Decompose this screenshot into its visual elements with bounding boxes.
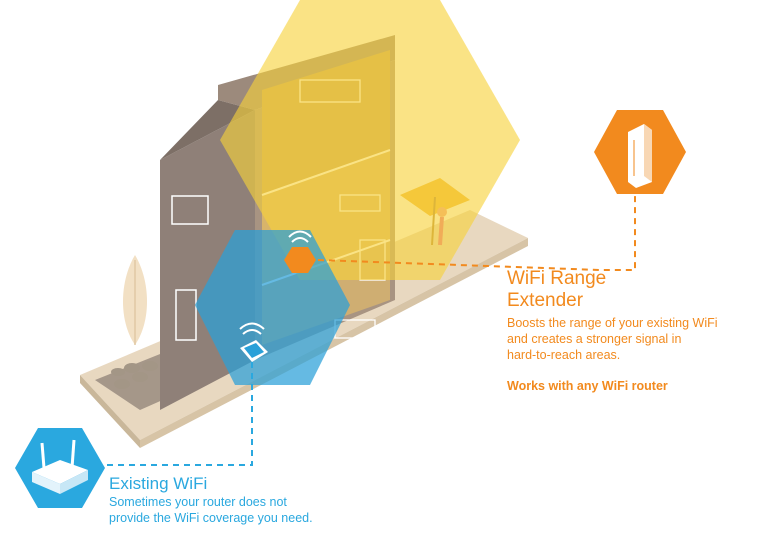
existing-wifi-description: Sometimes your router does not provide t… [109, 494, 389, 526]
extender-title-line2: Extender [507, 290, 584, 311]
existing-wifi-description-line2: provide the WiFi coverage you need. [109, 511, 313, 525]
range-extender-icon [594, 110, 686, 194]
router-icon [15, 428, 105, 508]
stepping-stones [111, 361, 158, 389]
extender-title: WiFi Range Extender [507, 268, 737, 312]
extender-description-line3: hard-to-reach areas. [507, 348, 621, 362]
existing-wifi-description-line1: Sometimes your router does not [109, 495, 287, 509]
tree-decoration [122, 255, 148, 345]
extender-description-line2: and creates a stronger signal in [507, 332, 682, 346]
extender-description-line1: Boosts the range of your existing WiFi [507, 316, 718, 330]
extender-coverage-area [220, 0, 520, 280]
extender-marker [284, 230, 316, 273]
existing-wifi-title: Existing WiFi [109, 474, 208, 493]
router-marker [239, 322, 268, 362]
router-coverage-area [195, 230, 350, 385]
connector-lines [102, 195, 636, 466]
extender-description: Boosts the range of your existing WiFi a… [507, 315, 737, 363]
extender-compatibility-note: Works with any WiFi router [507, 379, 668, 393]
extender-title-line1: WiFi Range [507, 268, 607, 289]
